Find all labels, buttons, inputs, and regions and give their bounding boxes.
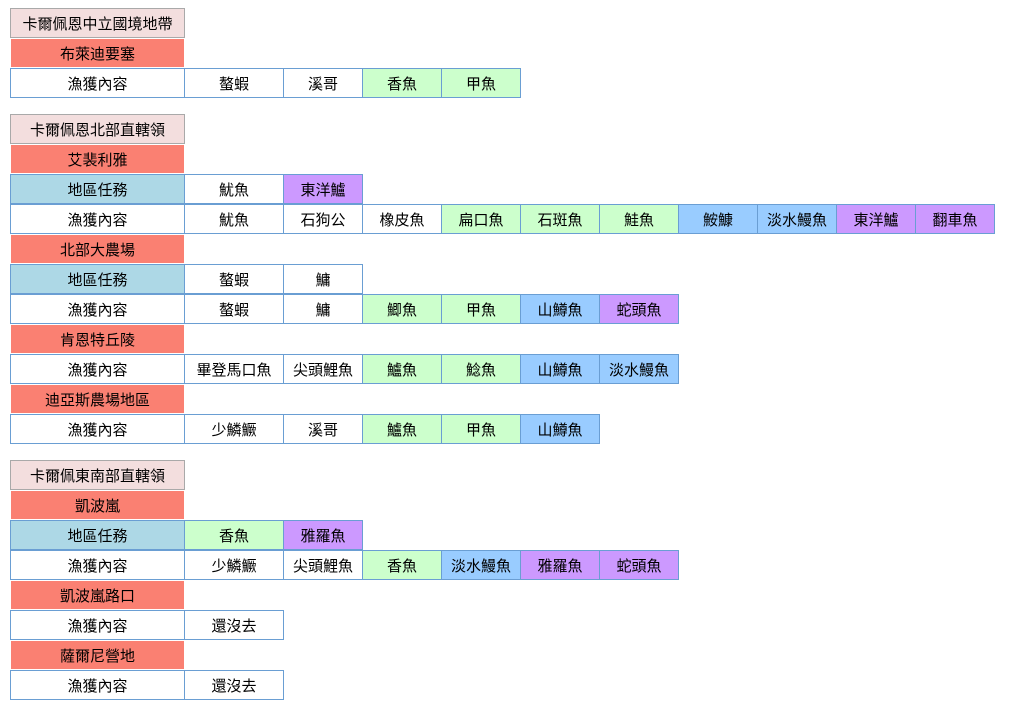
catch-label: 漁獲內容 [10,294,185,324]
quest-row: 地區任務香魚雅羅魚 [10,520,995,551]
area-header: 艾裴利雅 [10,144,185,174]
catch-label: 漁獲內容 [10,354,185,384]
fish-cell: 少鱗鱖 [184,414,284,444]
fish-cell: 蛇頭魚 [599,550,679,580]
catch-label: 漁獲內容 [10,550,185,580]
fish-cell: 石斑魚 [520,204,600,234]
catch-row: 漁獲內容螯蝦鱅鯽魚甲魚山鱒魚蛇頭魚 [10,294,995,325]
fish-cell: 淡水鰻魚 [599,354,679,384]
area-header: 薩爾尼營地 [10,640,185,670]
fish-cell: 雅羅魚 [283,520,363,550]
fish-cell: 香魚 [362,68,442,98]
fish-cell: 畢登馬口魚 [184,354,284,384]
fish-cell: 鯽魚 [362,294,442,324]
catch-row: 漁獲內容還沒去 [10,670,995,701]
fish-cell: 山鱒魚 [520,294,600,324]
area-row: 迪亞斯農場地區 [10,384,995,415]
fishing-table: 卡爾佩恩中立國境地帶布萊迪要塞漁獲內容螯蝦溪哥香魚甲魚卡爾佩恩北部直轄領艾裴利雅… [10,8,995,701]
area-header: 肯恩特丘陵 [10,324,185,354]
quest-row: 地區任務螯蝦鱅 [10,264,995,295]
catch-row: 漁獲內容畢登馬口魚尖頭鯉魚鱸魚鯰魚山鱒魚淡水鰻魚 [10,354,995,385]
fish-cell: 螯蝦 [184,264,284,294]
fish-cell: 還沒去 [184,610,284,640]
catch-row: 漁獲內容少鱗鱖尖頭鯉魚香魚淡水鰻魚雅羅魚蛇頭魚 [10,550,995,581]
fish-cell: 鮭魚 [599,204,679,234]
fish-cell: 山鱒魚 [520,414,600,444]
fish-cell: 淡水鰻魚 [757,204,837,234]
catch-label: 漁獲內容 [10,610,185,640]
quest-label: 地區任務 [10,520,185,550]
area-row: 肯恩特丘陵 [10,324,995,355]
fish-cell: 還沒去 [184,670,284,700]
region-header: 卡爾佩東南部直轄領 [10,460,185,490]
fish-cell: 扁口魚 [441,204,521,234]
fish-cell: 石狗公 [283,204,363,234]
fish-cell: 香魚 [184,520,284,550]
area-row: 艾裴利雅 [10,144,995,175]
catch-row: 漁獲內容還沒去 [10,610,995,641]
fish-cell: 鱅 [283,294,363,324]
catch-label: 漁獲內容 [10,670,185,700]
area-header: 凱波嵐 [10,490,185,520]
fish-cell: 橡皮魚 [362,204,442,234]
fish-cell: 甲魚 [441,414,521,444]
area-row: 薩爾尼營地 [10,640,995,671]
fish-cell: 鯰魚 [441,354,521,384]
fish-cell: 尖頭鯉魚 [283,354,363,384]
quest-label: 地區任務 [10,174,185,204]
fish-cell: 螯蝦 [184,68,284,98]
fish-cell: 鱸魚 [362,354,442,384]
fish-cell: 香魚 [362,550,442,580]
section-gap [10,99,995,115]
area-row: 凱波嵐路口 [10,580,995,611]
area-header: 迪亞斯農場地區 [10,384,185,414]
catch-row: 漁獲內容螯蝦溪哥香魚甲魚 [10,68,995,99]
quest-label: 地區任務 [10,264,185,294]
fish-cell: 蛇頭魚 [599,294,679,324]
fish-cell: 甲魚 [441,294,521,324]
catch-label: 漁獲內容 [10,68,185,98]
area-row: 布萊迪要塞 [10,38,995,69]
catch-label: 漁獲內容 [10,204,185,234]
fish-cell: 溪哥 [283,414,363,444]
fish-cell: 魷魚 [184,204,284,234]
catch-label: 漁獲內容 [10,414,185,444]
fish-cell: 魷魚 [184,174,284,204]
fish-cell: 翻車魚 [915,204,995,234]
catch-row: 漁獲內容少鱗鱖溪哥鱸魚甲魚山鱒魚 [10,414,995,445]
fish-cell: 淡水鰻魚 [441,550,521,580]
fish-cell: 東洋鱸 [836,204,916,234]
catch-row: 漁獲內容魷魚石狗公橡皮魚扁口魚石斑魚鮭魚鮟鱇淡水鰻魚東洋鱸翻車魚 [10,204,995,235]
region-row: 卡爾佩恩中立國境地帶 [10,8,995,39]
fish-cell: 鱸魚 [362,414,442,444]
fish-cell: 溪哥 [283,68,363,98]
fish-cell: 鱅 [283,264,363,294]
fish-cell: 雅羅魚 [520,550,600,580]
area-row: 凱波嵐 [10,490,995,521]
area-header: 凱波嵐路口 [10,580,185,610]
fish-cell: 鮟鱇 [678,204,758,234]
fish-cell: 少鱗鱖 [184,550,284,580]
area-header: 北部大農場 [10,234,185,264]
fish-cell: 東洋鱸 [283,174,363,204]
fish-cell: 螯蝦 [184,294,284,324]
region-header: 卡爾佩恩北部直轄領 [10,114,185,144]
section-gap [10,445,995,461]
region-row: 卡爾佩東南部直轄領 [10,460,995,491]
region-header: 卡爾佩恩中立國境地帶 [10,8,185,38]
quest-row: 地區任務魷魚東洋鱸 [10,174,995,205]
area-row: 北部大農場 [10,234,995,265]
area-header: 布萊迪要塞 [10,38,185,68]
fish-cell: 尖頭鯉魚 [283,550,363,580]
region-row: 卡爾佩恩北部直轄領 [10,114,995,145]
fish-cell: 山鱒魚 [520,354,600,384]
fish-cell: 甲魚 [441,68,521,98]
